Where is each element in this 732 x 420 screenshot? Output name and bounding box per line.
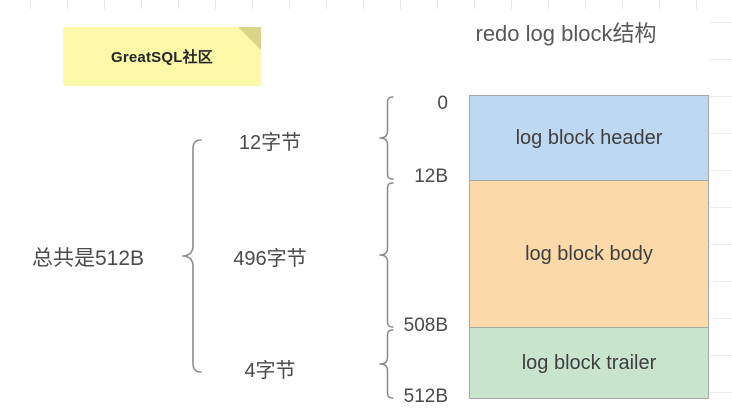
total-brace — [180, 138, 204, 374]
grid-line-vertical — [511, 0, 512, 9]
grid-line-vertical — [400, 0, 401, 9]
grid-line-vertical — [30, 0, 31, 9]
grid-line-vertical — [548, 0, 549, 9]
grid-line-horizontal — [710, 59, 732, 60]
offset-label-header-end: 12B — [414, 166, 448, 187]
grid-line-horizontal — [710, 170, 732, 171]
grid-line-vertical — [67, 0, 68, 9]
segment-size-body: 496字节 — [233, 248, 307, 270]
brace-header-segment — [378, 95, 396, 181]
block-stack: log block header log block body log bloc… — [469, 95, 709, 399]
grid-line-vertical — [622, 0, 623, 9]
grid-line-vertical — [215, 0, 216, 9]
grid-line-vertical — [289, 0, 290, 9]
total-size-label: 总共是512B — [31, 247, 145, 270]
brace-trailer-segment — [378, 328, 396, 400]
grid-line-horizontal — [710, 244, 732, 245]
segment-size-trailer: 4字节 — [244, 360, 296, 382]
grid-line-vertical — [326, 0, 327, 9]
block-log-block-body[interactable]: log block body — [469, 180, 709, 328]
grid-line-horizontal — [710, 133, 732, 134]
grid-line-vertical — [178, 0, 179, 9]
grid-line-vertical — [585, 0, 586, 9]
offset-label-body-end: 508B — [403, 315, 448, 336]
sticky-note[interactable]: GreatSQL社区 — [63, 27, 261, 86]
brace-body-segment — [378, 181, 396, 329]
grid-line-vertical — [252, 0, 253, 9]
block-log-block-header[interactable]: log block header — [469, 95, 709, 181]
grid-line-vertical — [659, 0, 660, 9]
grid-line-horizontal — [710, 96, 732, 97]
sticky-note-label: GreatSQL社区 — [110, 49, 214, 66]
grid-line-horizontal — [710, 207, 732, 208]
grid-line-vertical — [474, 0, 475, 9]
block-log-block-trailer[interactable]: log block trailer — [469, 327, 709, 399]
grid-line-vertical — [141, 0, 142, 9]
offset-label-trailer-end: 512B — [403, 386, 448, 407]
grid-line-horizontal — [710, 355, 732, 356]
grid-line-horizontal — [710, 392, 732, 393]
grid-line-horizontal — [710, 318, 732, 319]
grid-line-vertical — [437, 0, 438, 9]
segment-size-header: 12字节 — [238, 132, 302, 154]
offset-label-start: 0 — [437, 93, 448, 114]
grid-line-horizontal — [710, 281, 732, 282]
page-title: redo log block结构 — [475, 21, 657, 46]
grid-line-vertical — [696, 0, 697, 9]
grid-line-vertical — [363, 0, 364, 9]
grid-line-vertical — [104, 0, 105, 9]
sticky-note-fold-icon — [238, 27, 261, 50]
